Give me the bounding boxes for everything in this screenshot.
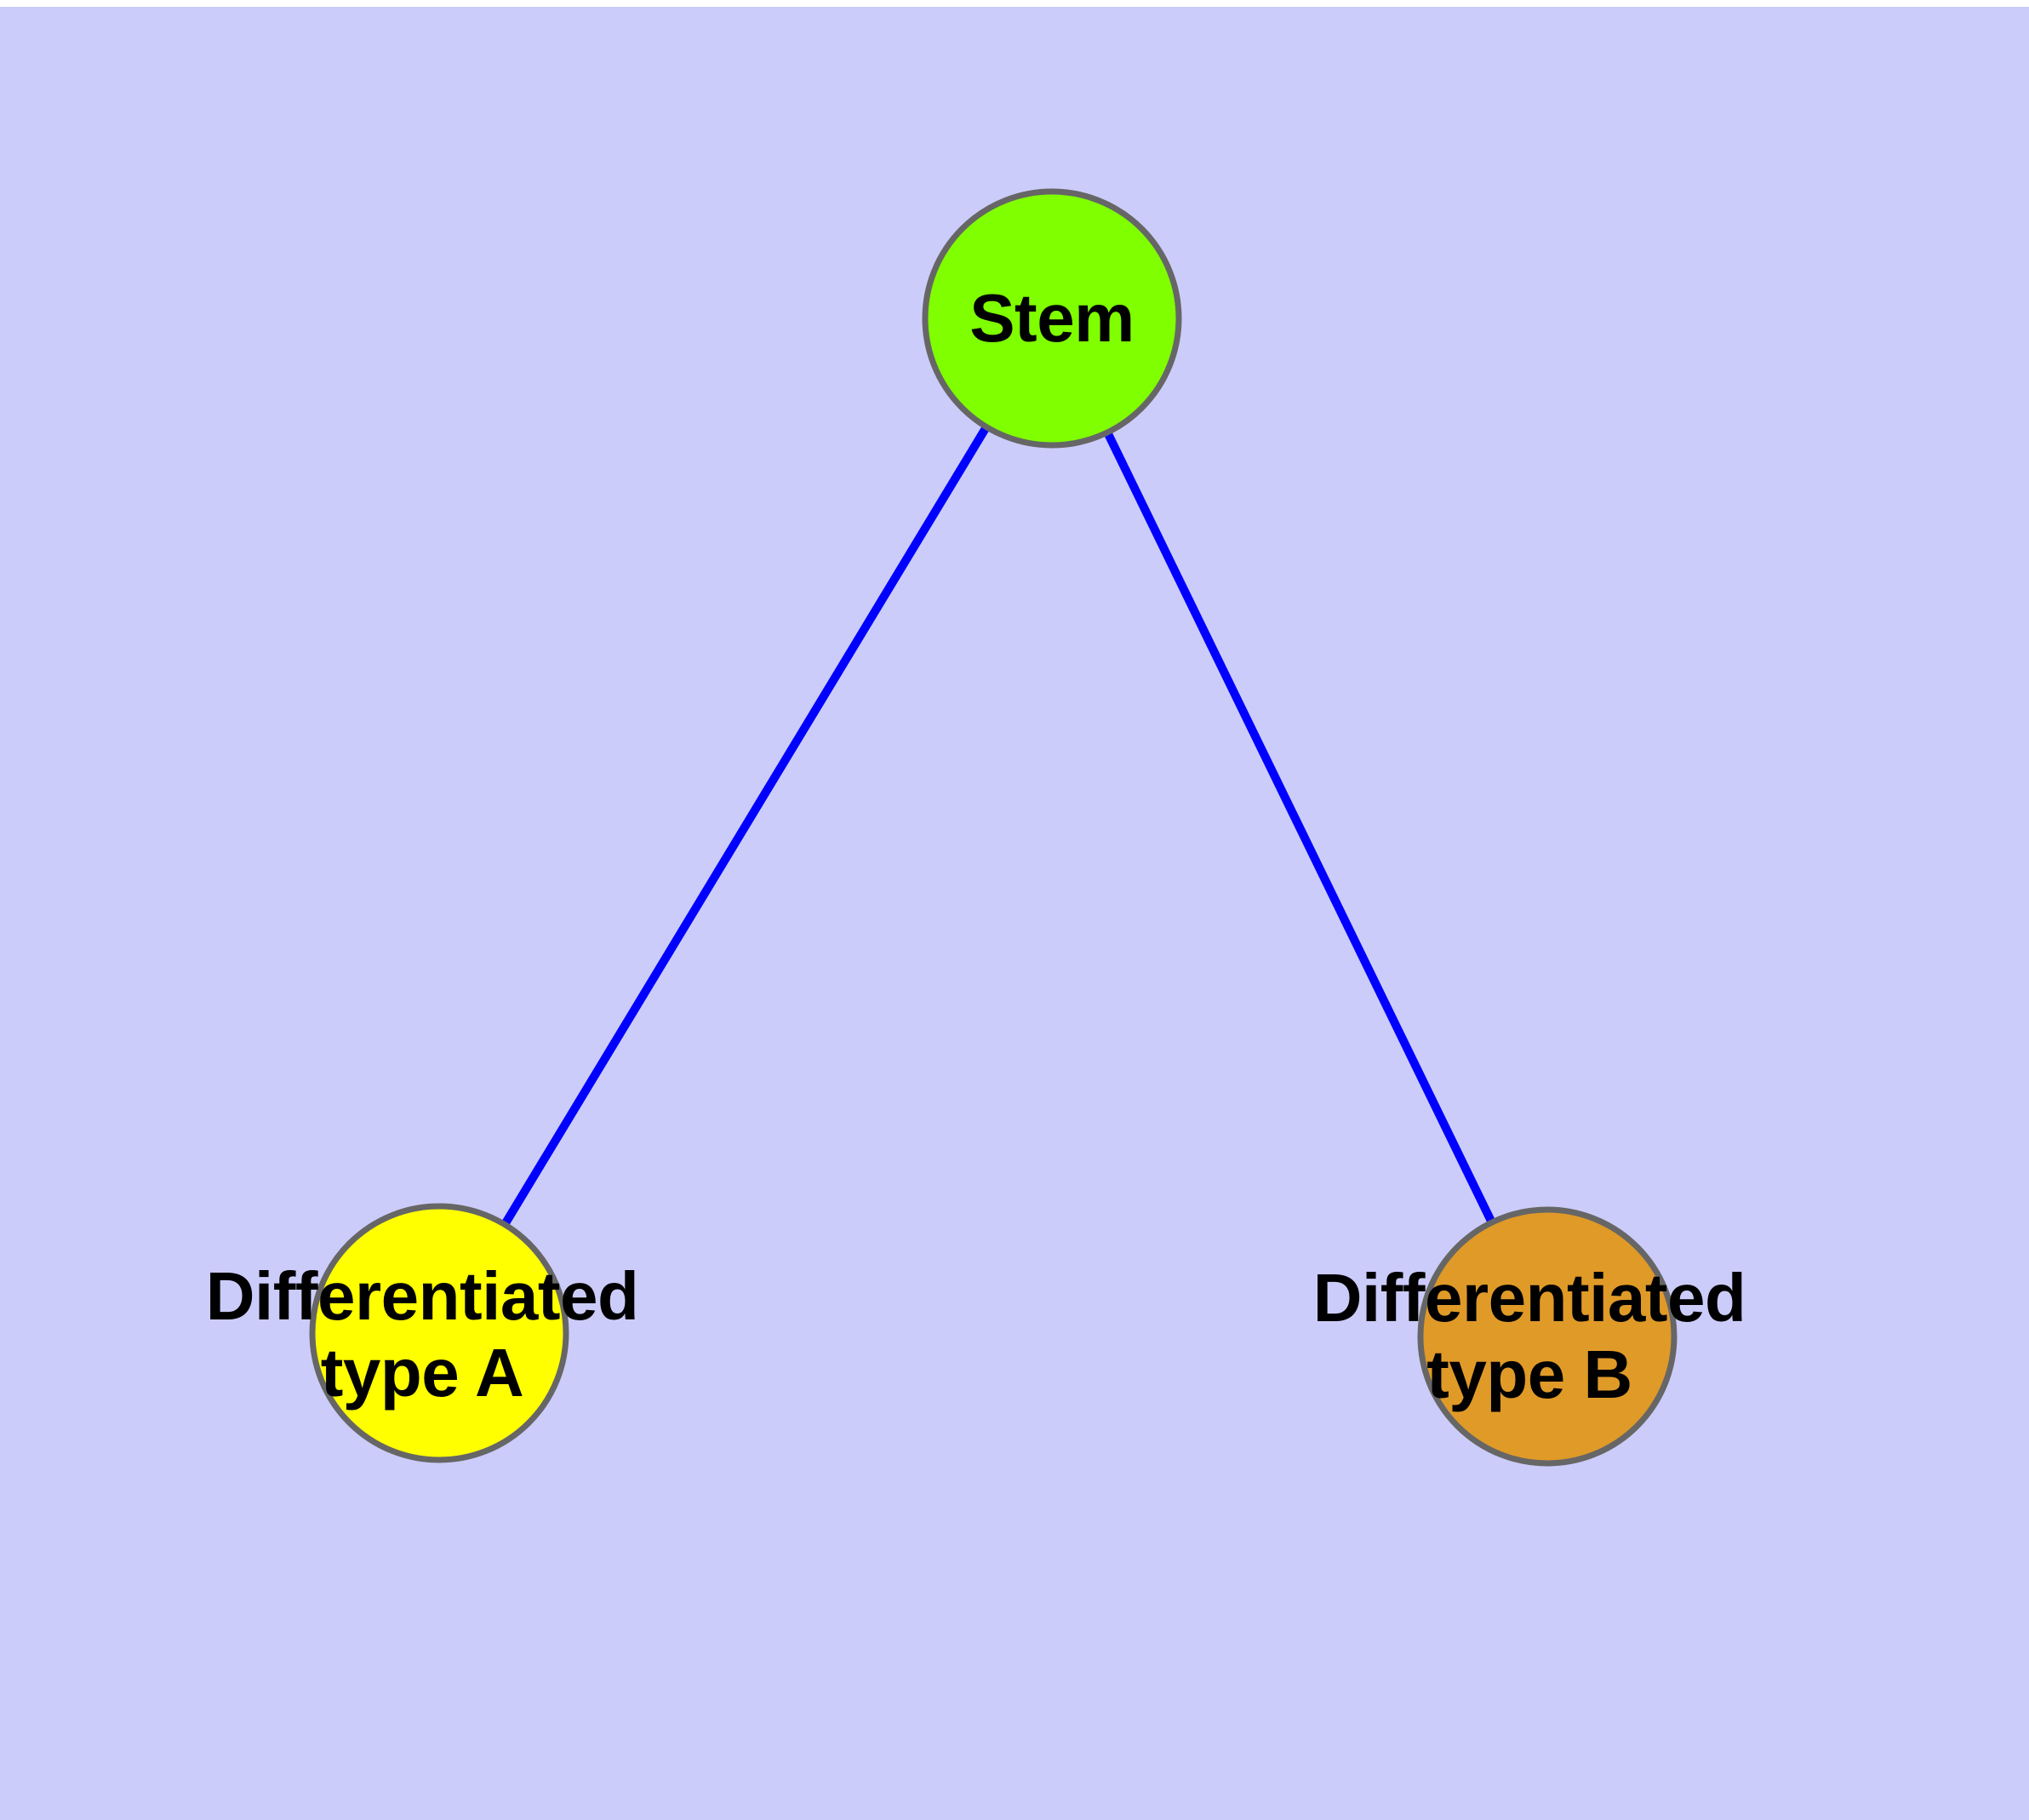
graph-edge-stem-diff_b[interactable] (1048, 316, 1552, 1339)
node-layer (309, 188, 1677, 1467)
graph-node-stem[interactable] (922, 188, 1182, 449)
edge-layer (435, 316, 1552, 1339)
graph-node-diff_a[interactable] (309, 1203, 569, 1463)
graph-node-diff_b[interactable] (1417, 1206, 1677, 1467)
graph-edge-stem-diff_a[interactable] (435, 316, 1056, 1336)
